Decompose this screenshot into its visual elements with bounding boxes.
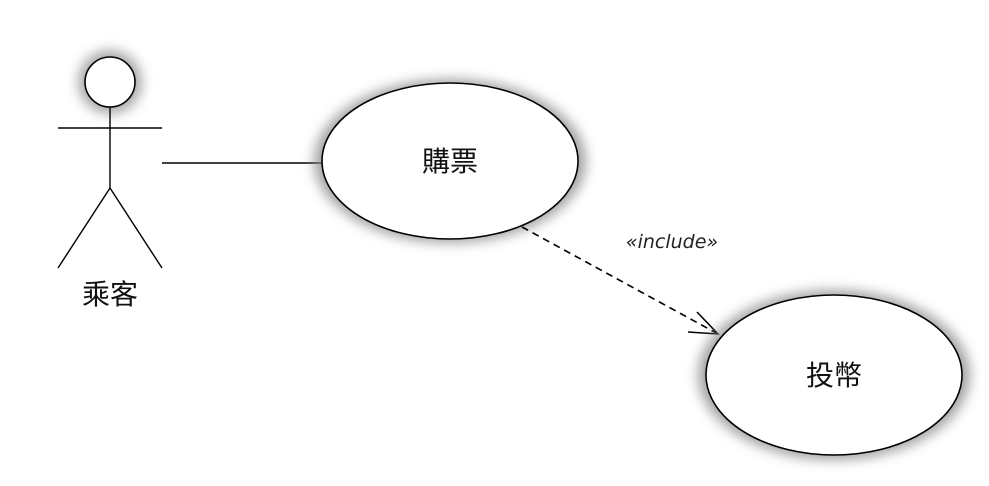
use-case-buy-ticket-label: 購票 [422, 145, 478, 178]
actor-label: 乘客 [82, 278, 138, 311]
actor-passenger[interactable]: 乘客 [57, 50, 163, 311]
actor-left-leg [57, 187, 111, 269]
include-relation[interactable]: «include» [521, 226, 720, 335]
actor-right-leg [109, 187, 163, 269]
use-case-buy-ticket-shape [321, 82, 579, 240]
use-case-insert-coin-shape [705, 294, 963, 456]
use-case-buy-ticket[interactable]: 購票 [314, 79, 586, 243]
include-stereotype-label: «include» [626, 231, 718, 253]
use-case-insert-coin[interactable]: 投幣 [698, 290, 970, 460]
actor-head [84, 56, 136, 108]
use-case-insert-coin-label: 投幣 [806, 359, 862, 392]
include-dashed-line [521, 226, 719, 335]
